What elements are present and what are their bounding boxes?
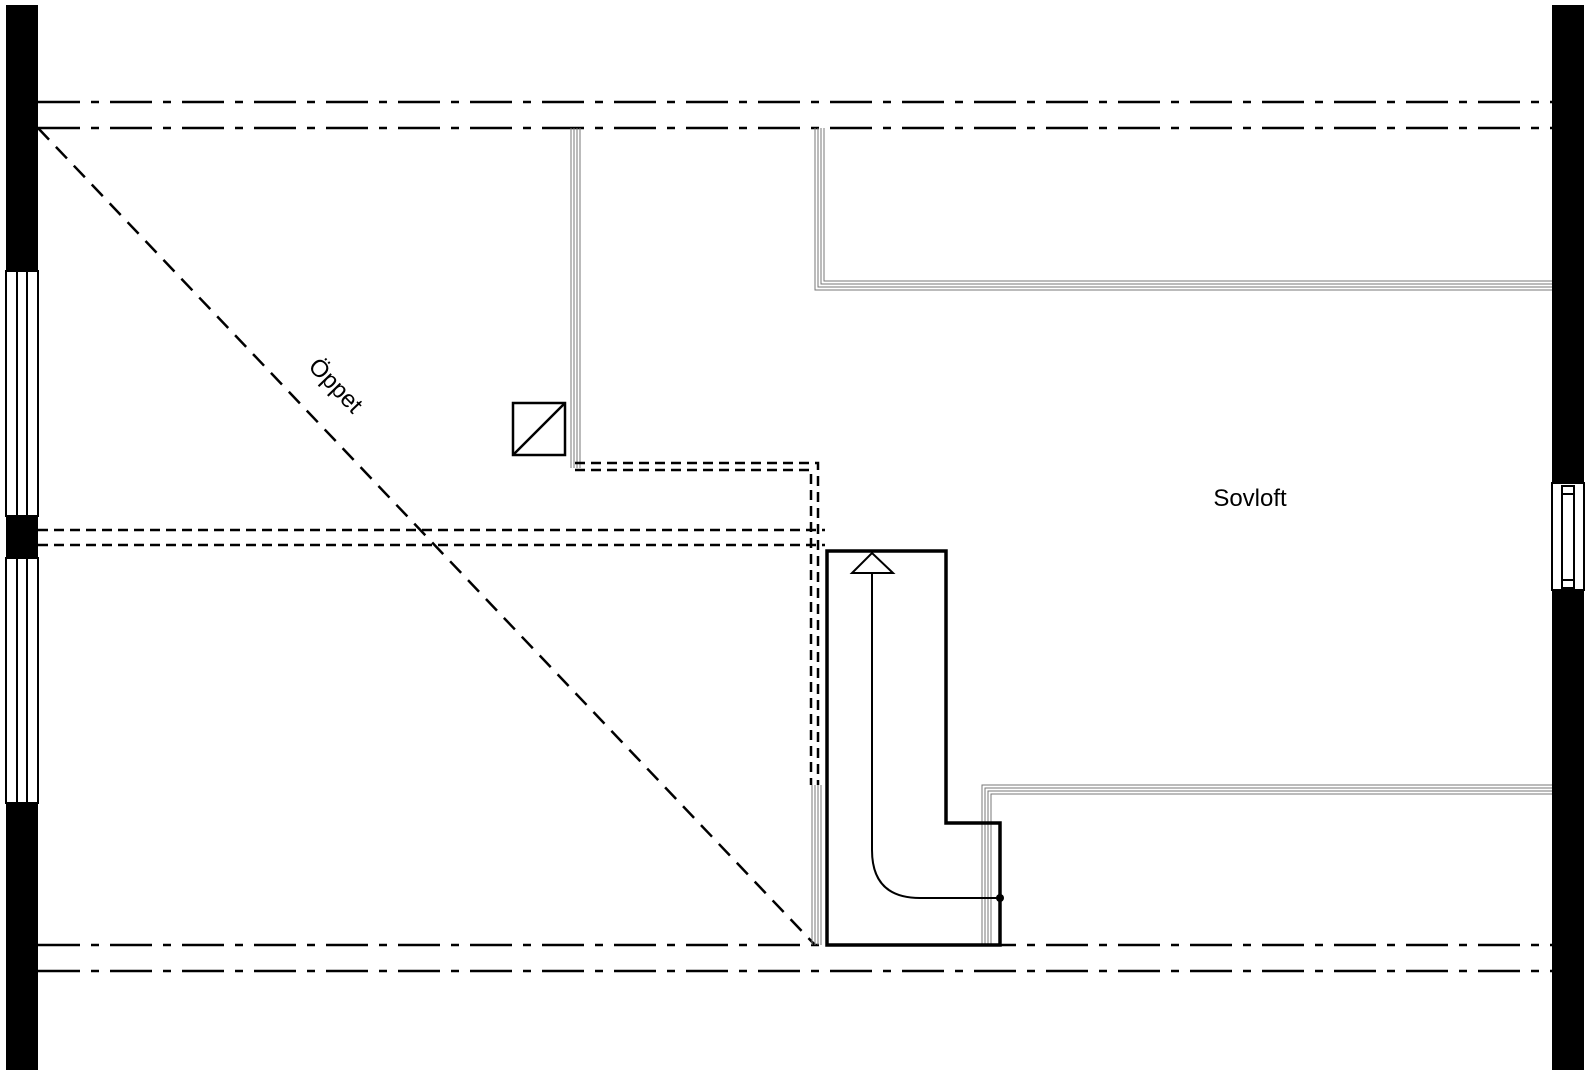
exterior-wall-left (6, 5, 38, 1070)
chimney-symbol (511, 401, 567, 457)
stair-walkline (871, 564, 1000, 899)
window-left-upper (5, 270, 39, 517)
partition-wall-upper-right (814, 128, 1552, 291)
roof-lines (38, 100, 1552, 973)
window-right (1551, 482, 1585, 591)
window-left-lower (5, 557, 39, 804)
partition-wall-lower-stair (811, 785, 822, 945)
stair (825, 549, 1004, 947)
partition-wall-lower-right (981, 784, 1552, 945)
hidden-outline (38, 461, 825, 785)
partition-wall-upper-left (570, 128, 581, 468)
room-label-sovloft: Sovloft (1213, 485, 1287, 512)
open-area-diagonal (37, 127, 816, 946)
stair-start-dot (996, 894, 1004, 902)
stair-direction-arrow (849, 551, 896, 574)
